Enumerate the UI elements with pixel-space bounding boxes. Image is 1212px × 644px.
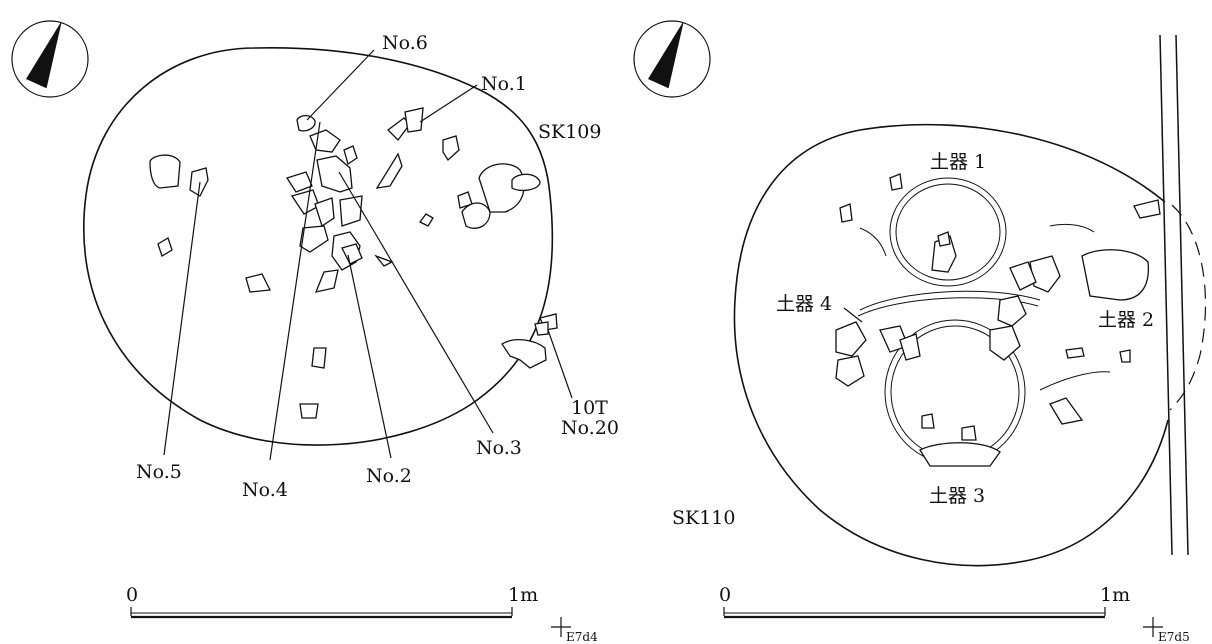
scale-bar-left <box>130 607 513 619</box>
pit-outline-dashed <box>1169 204 1207 411</box>
label-pot3: 土器 3 <box>929 485 985 507</box>
scale-zero-right: 0 <box>719 584 731 606</box>
scale-end-right: 1m <box>1100 584 1130 606</box>
trench-wall-outer <box>1159 34 1173 556</box>
leader-pot4 <box>843 307 863 323</box>
grid-point-right: E7d5 <box>1158 630 1190 644</box>
label-no20: No.20 <box>561 417 619 439</box>
pots-sk110 <box>835 173 1161 467</box>
label-pot4: 土器 4 <box>776 293 832 315</box>
scale-zero-left: 0 <box>126 584 138 606</box>
label-no2: No.2 <box>366 465 412 487</box>
north-arrow-right <box>633 20 711 98</box>
label-no4: No.4 <box>242 479 288 501</box>
pit-outline-sk110 <box>733 123 1169 567</box>
grid-cross-right <box>1143 617 1163 637</box>
pit-outline-sk109 <box>82 47 554 446</box>
label-pot2: 土器 2 <box>1098 309 1154 331</box>
label-sk110: SK110 <box>672 507 735 529</box>
label-no1: No.1 <box>481 73 527 95</box>
grid-cross-left <box>551 617 571 637</box>
grid-point-left: E7d4 <box>566 630 598 644</box>
label-pot1: 土器 1 <box>930 151 986 173</box>
scale-end-left: 1m <box>508 584 538 606</box>
label-10t: 10T <box>571 397 608 419</box>
leader-lines-sk109 <box>163 49 573 461</box>
label-no3: No.3 <box>476 437 522 459</box>
potsherds-sk109 <box>149 107 558 419</box>
label-no5: No.5 <box>136 461 182 483</box>
label-sk109: SK109 <box>538 121 601 143</box>
label-no6: No.6 <box>382 32 428 54</box>
scale-bar-right <box>723 607 1106 619</box>
north-arrow-left <box>11 20 89 98</box>
trench-wall-inner <box>1175 34 1189 556</box>
